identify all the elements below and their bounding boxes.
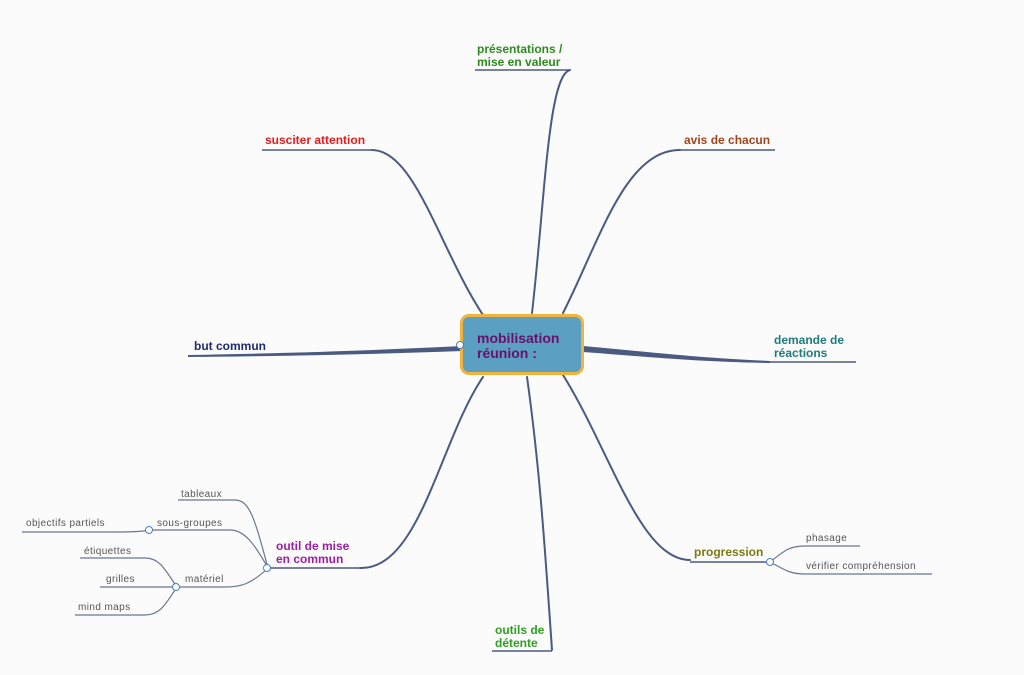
node-presentations[interactable]: présentations / mise en valeur — [477, 43, 562, 69]
node-outil-line1: outil de mise — [276, 539, 350, 553]
node-materiel[interactable]: matériel — [185, 574, 224, 585]
collapse-knob-sous-groupes[interactable] — [145, 526, 153, 534]
node-detente-line1: outils de — [495, 623, 545, 637]
node-etiquettes[interactable]: étiquettes — [84, 546, 132, 557]
link-materiel — [177, 567, 269, 588]
node-demande-reactions[interactable]: demande de réactions — [774, 334, 844, 360]
link-demande — [583, 346, 770, 363]
main-branch-curves — [359, 69, 691, 651]
node-objectifs-partiels[interactable]: objectifs partiels — [26, 518, 105, 529]
collapse-knob-outil-mise[interactable] — [263, 564, 271, 572]
sub-branch-lines — [22, 499, 932, 616]
node-demande-line1: demande de — [774, 333, 845, 347]
link-detente — [526, 376, 553, 651]
node-presentations-line2: mise en valeur — [477, 55, 561, 69]
link-outil-mise — [359, 376, 484, 570]
node-verifier-comprehension[interactable]: vérifier compréhension — [806, 561, 916, 572]
node-grilles[interactable]: grilles — [106, 574, 135, 585]
branch-underlines — [262, 69, 856, 652]
main-branch-connectors — [188, 346, 770, 363]
node-outil-mise-en-commun[interactable]: outil de mise en commun — [276, 540, 349, 566]
collapse-knob-left[interactable] — [456, 341, 464, 349]
link-tableaux — [178, 499, 269, 569]
link-progression — [562, 374, 691, 561]
link-presentations — [531, 69, 571, 314]
node-phasage[interactable]: phasage — [806, 533, 848, 544]
link-verifier — [769, 561, 932, 575]
node-outils-detente[interactable]: outils de détente — [495, 624, 544, 650]
link-avis — [562, 149, 681, 314]
link-mindmaps — [75, 586, 178, 616]
node-susciter-attention[interactable]: susciter attention — [265, 133, 366, 147]
central-node-label: mobilisation réunion : — [477, 331, 559, 361]
node-but-commun[interactable]: but commun — [194, 339, 266, 353]
node-avis-de-chacun[interactable]: avis de chacun — [684, 133, 771, 147]
link-objectifs — [22, 529, 151, 533]
central-node[interactable]: mobilisation réunion : — [460, 314, 584, 375]
link-susciter — [371, 149, 484, 316]
central-line-2: réunion : — [477, 345, 537, 361]
central-line-1: mobilisation — [477, 330, 560, 346]
link-but-commun — [188, 346, 462, 357]
link-etiquettes — [80, 557, 178, 588]
node-detente-line2: détente — [495, 636, 538, 650]
collapse-knob-progression[interactable] — [766, 558, 774, 566]
node-presentations-line1: présentations / — [477, 42, 563, 56]
collapse-knob-materiel[interactable] — [172, 583, 180, 591]
node-demande-line2: réactions — [774, 346, 828, 360]
node-outil-line2: en commun — [276, 552, 344, 566]
node-tableaux[interactable]: tableaux — [181, 489, 223, 500]
node-progression[interactable]: progression — [694, 545, 764, 559]
link-phasage — [769, 545, 860, 563]
node-sous-groupes[interactable]: sous-groupes — [157, 518, 223, 529]
link-sous-groupes — [150, 529, 269, 569]
node-mind-maps[interactable]: mind maps — [78, 602, 131, 613]
